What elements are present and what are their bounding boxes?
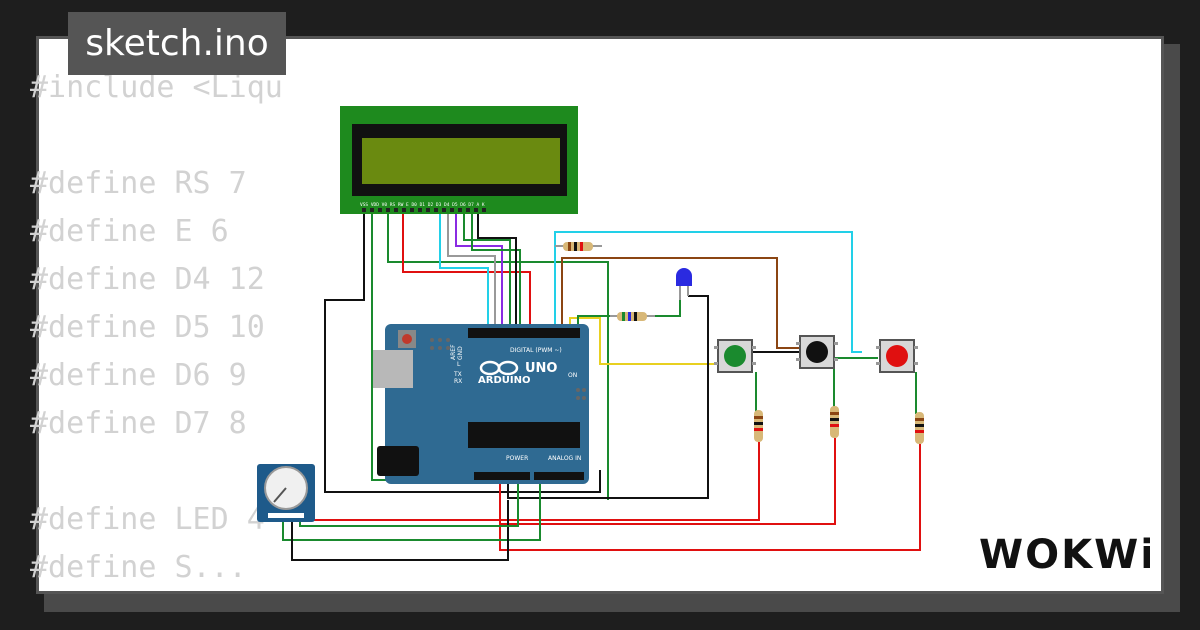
lcd-pin [410,208,414,212]
wire-res3-red [499,444,921,551]
code-line: #define LED 4 [30,502,265,537]
push-button-3[interactable] [876,339,918,373]
rx-label: RX [454,378,462,385]
digital-header [468,328,580,338]
wire-lcd-d7 [463,212,511,328]
l-label: L [457,361,461,368]
resistor-top [555,242,602,251]
wire-led-gnd [507,295,709,499]
code-line: #define D6 9 [30,358,247,393]
push-buttons [714,335,918,373]
push-button-1[interactable] [714,339,756,373]
infinity-logo-right [497,360,519,376]
power-header [474,472,530,480]
wire-res2-red [500,438,836,525]
wire-lcd-e [402,212,531,328]
wire-res1-red [499,442,760,521]
wire-lcd-k [477,212,517,328]
usb-port [373,350,413,388]
wire-lcd-a [471,212,521,328]
lcd-pin [466,208,470,212]
svg-text:WOKWi: WOKWi [979,532,1150,578]
gnd-label: GND [457,346,464,360]
push-button-2[interactable] [796,335,838,369]
wire-lcd-d4 [439,212,489,328]
resistor-btn1 [754,410,763,442]
lcd-pin [362,208,366,212]
button-cap [806,341,828,363]
file-tab[interactable]: sketch.ino [68,12,286,75]
wokwi-logo: WOKWi [975,522,1154,582]
lcd-pin [378,208,382,212]
wire-cyan [554,231,862,353]
lcd-pin [482,208,486,212]
potentiometer[interactable] [257,464,315,522]
lcd-pin [402,208,406,212]
power-label: POWER [506,455,528,462]
atmega-chip [468,422,580,448]
lcd-pins [362,208,486,212]
lcd-pin-labels: VSS VDD V0 RS RW E D0 D1 D2 D3 D4 D5 D6 … [360,202,485,208]
analog-label: ANALOG IN [548,455,581,462]
lcd-pin [394,208,398,212]
resistor-btn3 [915,412,924,444]
lcd-pin [426,208,430,212]
board-name: UNO [525,361,558,376]
lcd-display[interactable]: VSS VDD V0 RS RW E D0 D1 D2 D3 D4 D5 D6 … [340,106,578,214]
code-line: #define E 6 [30,214,229,249]
resistor-led [610,312,655,321]
code-line: #define D5 10 [30,310,265,345]
wire-yellow [569,317,718,365]
code-line: #include <Liqu [30,70,283,105]
tx-label: TX [453,371,462,378]
blue-led[interactable] [676,268,692,300]
code-line: #define D4 12 [30,262,265,297]
wire-led [577,288,681,328]
lcd-pin [418,208,422,212]
digital-label: DIGITAL (PWM ~) [510,347,562,354]
code-line: #define D7 8 [30,406,247,441]
button-cap [886,345,908,367]
lcd-pin [442,208,446,212]
code-line: #define S... [30,550,247,585]
wire-brown [561,257,800,349]
wire-lcd-rs [387,212,609,500]
arduino-brand: ARDUINO [478,375,530,386]
wire-pot-black [291,500,509,561]
code-line: #define RS 7 [30,166,247,201]
aref-label: AREF [450,344,457,360]
lcd-pin [434,208,438,212]
wire-lcd-vss [324,212,601,493]
code-background: #include <Liqu #define RS 7 #define E 6 #de… [30,64,283,592]
lcd-pin [450,208,454,212]
wires [273,212,921,561]
lcd-pin [370,208,374,212]
resistor-btn2 [830,406,839,438]
reset-button[interactable] [402,334,412,344]
analog-header [534,472,584,480]
lcd-pin [386,208,390,212]
on-label: ON [568,372,577,379]
lcd-pin [458,208,462,212]
wire-lcd-d5 [447,212,496,328]
arduino-uno-board[interactable]: AREF GND DIGITAL (PWM ~) ARDUINO UNO L T… [373,324,589,484]
lcd-pin [474,208,478,212]
button-cap [724,345,746,367]
power-jack [377,446,419,476]
wire-pot-green [282,470,541,541]
wire-lcd-d6 [455,212,503,328]
wokwi-logo-mark: WOKWi [979,532,1154,578]
